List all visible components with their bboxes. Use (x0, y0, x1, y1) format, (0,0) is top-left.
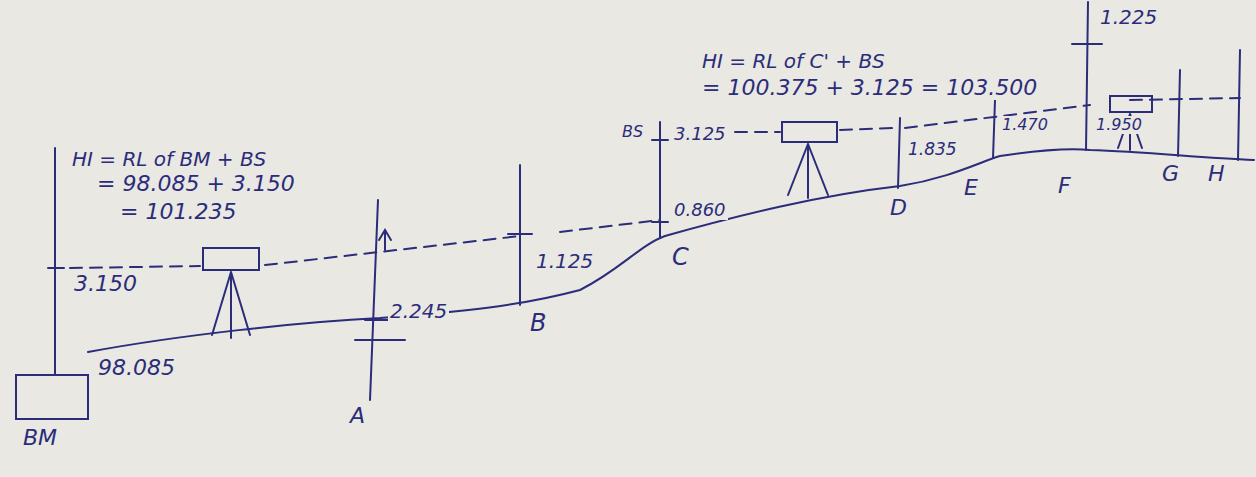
staff-reading-mark (355, 320, 405, 340)
staff (993, 100, 995, 158)
level-instrument (203, 248, 259, 270)
formula: HI = RL of C' + BS (700, 50, 887, 72)
staff (1178, 70, 1180, 156)
station-name: G (1160, 162, 1181, 186)
arrow-mark (379, 230, 391, 250)
formula: = 101.235 (118, 200, 238, 224)
formula: = 100.375 + 3.125 = 103.500 (700, 76, 1039, 100)
staff (370, 200, 378, 400)
tripod (788, 144, 828, 198)
staff-reading: 1.835 (906, 140, 959, 159)
formula: = 98.085 + 3.150 (95, 172, 297, 196)
benchmark-box: BM (15, 374, 89, 420)
formula: HI = RL of BM + BS (70, 148, 268, 170)
station-name: B (528, 310, 548, 336)
staff (652, 122, 668, 238)
staff-reading: 3.150 (72, 272, 139, 296)
level-instrument (782, 122, 837, 142)
reduced-level: 98.085 (96, 356, 177, 380)
ground-line (88, 149, 1254, 352)
staff-reading: 2.245 (388, 300, 449, 322)
station-name: H (1206, 162, 1227, 186)
staff-reading: 1.225 (1098, 6, 1159, 28)
station-name: E (962, 176, 980, 200)
station-name: D (888, 196, 909, 220)
station-name: F (1056, 174, 1073, 198)
node-label: BM (21, 426, 59, 450)
tripod (212, 272, 250, 338)
station-name: A (348, 404, 367, 428)
staff-reading: 1.125 (534, 250, 595, 272)
station-name: C (670, 244, 691, 270)
staff-reading-mark (48, 267, 64, 269)
staff (1238, 50, 1240, 160)
level-instrument (1110, 96, 1152, 112)
reading-type: BS (620, 123, 645, 141)
line-of-sight (675, 98, 1240, 132)
staff (54, 148, 56, 375)
staff-reading: 3.125 (672, 124, 728, 144)
staff-reading: 1.950 (1094, 116, 1144, 134)
staff (898, 118, 900, 188)
staff-reading: 0.860 (672, 200, 728, 220)
staff (508, 165, 532, 305)
staff-reading: 1.470 (1000, 116, 1050, 134)
